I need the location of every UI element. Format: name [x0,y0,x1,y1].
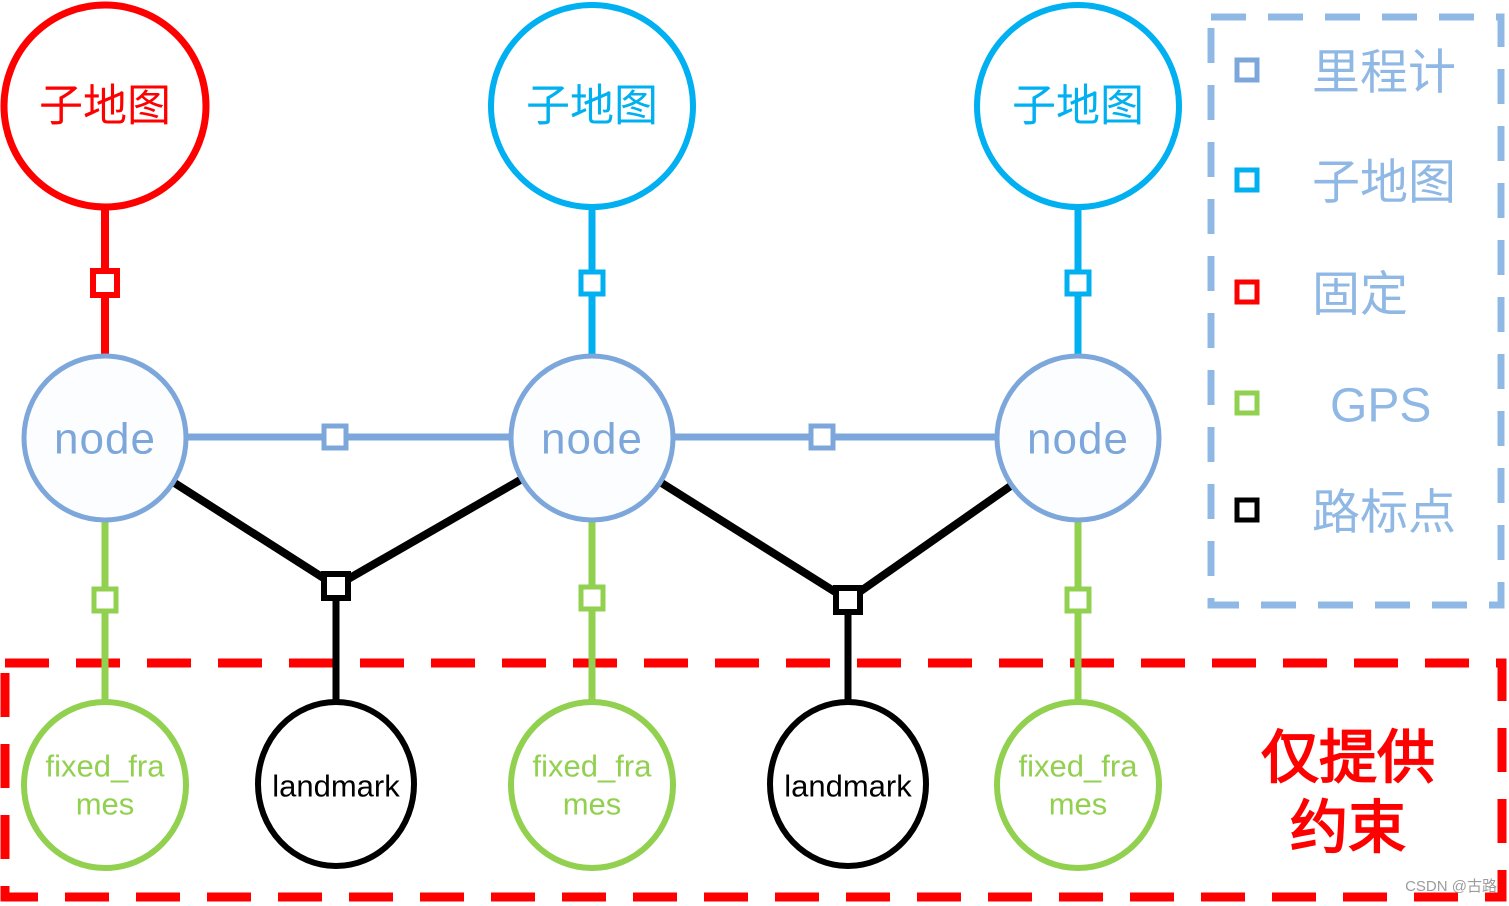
legend-box [1207,13,1505,609]
legend: 里程计 子地图 固定 GPS 路标点 [1207,13,1505,609]
legend-item-fixed: 固定 [1234,269,1408,322]
node-label: node [541,415,643,464]
odometry-factor-marker-icon [808,423,836,451]
legend-item-submap: 子地图 [1234,157,1456,210]
fixed-frames-label-line1: fixed_fra [46,749,166,784]
fixed-factor-marker-icon [90,268,120,298]
submap-label: 子地图 [39,82,171,131]
constraint-region-box [0,658,1507,902]
legend-item-gps: GPS [1234,380,1431,433]
gps-factor-marker-icon [91,586,119,614]
legend-label-fixed: 固定 [1312,269,1408,322]
legend-swatch-odometry-icon [1234,57,1260,83]
submap-label: 子地图 [526,82,658,131]
landmark-circle [255,699,417,869]
node-circle [994,353,1162,523]
landmark-edge-node1-landmark1 [170,478,339,590]
landmark-edge-node2-landmark2 [657,478,851,604]
submap-factor-marker-icon [1064,269,1092,297]
fixed-frames-label-line1: fixed_fra [533,749,653,784]
fixed-frames-label-line2: mes [1049,787,1108,822]
legend-swatch-fixed-icon [1234,279,1260,305]
submap-circle [974,2,1182,210]
landmark-circle [767,699,929,869]
odometry-factor-marker-icon [321,423,349,451]
landmark-label: landmark [784,769,912,804]
node-circle [508,353,676,523]
gps-factor-marker-icon [1064,586,1092,614]
legend-item-landmark: 路标点 [1234,487,1456,540]
submap-circle-fixed [0,1,210,211]
node-label: node [54,415,156,464]
submap-factor-marker-icon [578,269,606,297]
node-circle [21,353,189,523]
landmark-factor-marker-icon [833,585,863,615]
legend-swatch-gps-icon [1234,390,1260,416]
gps-factor-marker-icon [578,584,606,612]
constraint-annotation-line2: 约束 [1290,796,1406,861]
legend-label-gps: GPS [1330,380,1431,433]
submap-circle [488,2,696,210]
landmark-label: landmark [272,769,400,804]
submap-label: 子地图 [1012,82,1144,131]
fixed-frames-circle [21,699,189,871]
fixed-frames-label-line1: fixed_fra [1019,749,1139,784]
constraint-annotation-line1: 仅提供 [1261,726,1435,791]
landmark-factor-marker-icon [321,571,351,601]
legend-item-odometry: 里程计 [1234,47,1456,100]
legend-swatch-submap-icon [1234,167,1260,193]
legend-label-landmark: 路标点 [1312,487,1456,540]
fixed-frames-label-line2: mes [76,787,135,822]
legend-label-submap: 子地图 [1312,157,1456,210]
landmark-edge-node3-landmark2 [845,481,1015,604]
fixed-frames-label-line2: mes [563,787,622,822]
legend-swatch-landmark-icon [1234,497,1260,523]
fixed-frames-circle [994,699,1162,871]
node-label: node [1027,415,1129,464]
fixed-frames-circle [508,699,676,871]
watermark-text: CSDN @古路 [1405,878,1497,895]
landmark-edge-node2-landmark1 [334,475,524,590]
legend-label-odometry: 里程计 [1312,47,1456,100]
